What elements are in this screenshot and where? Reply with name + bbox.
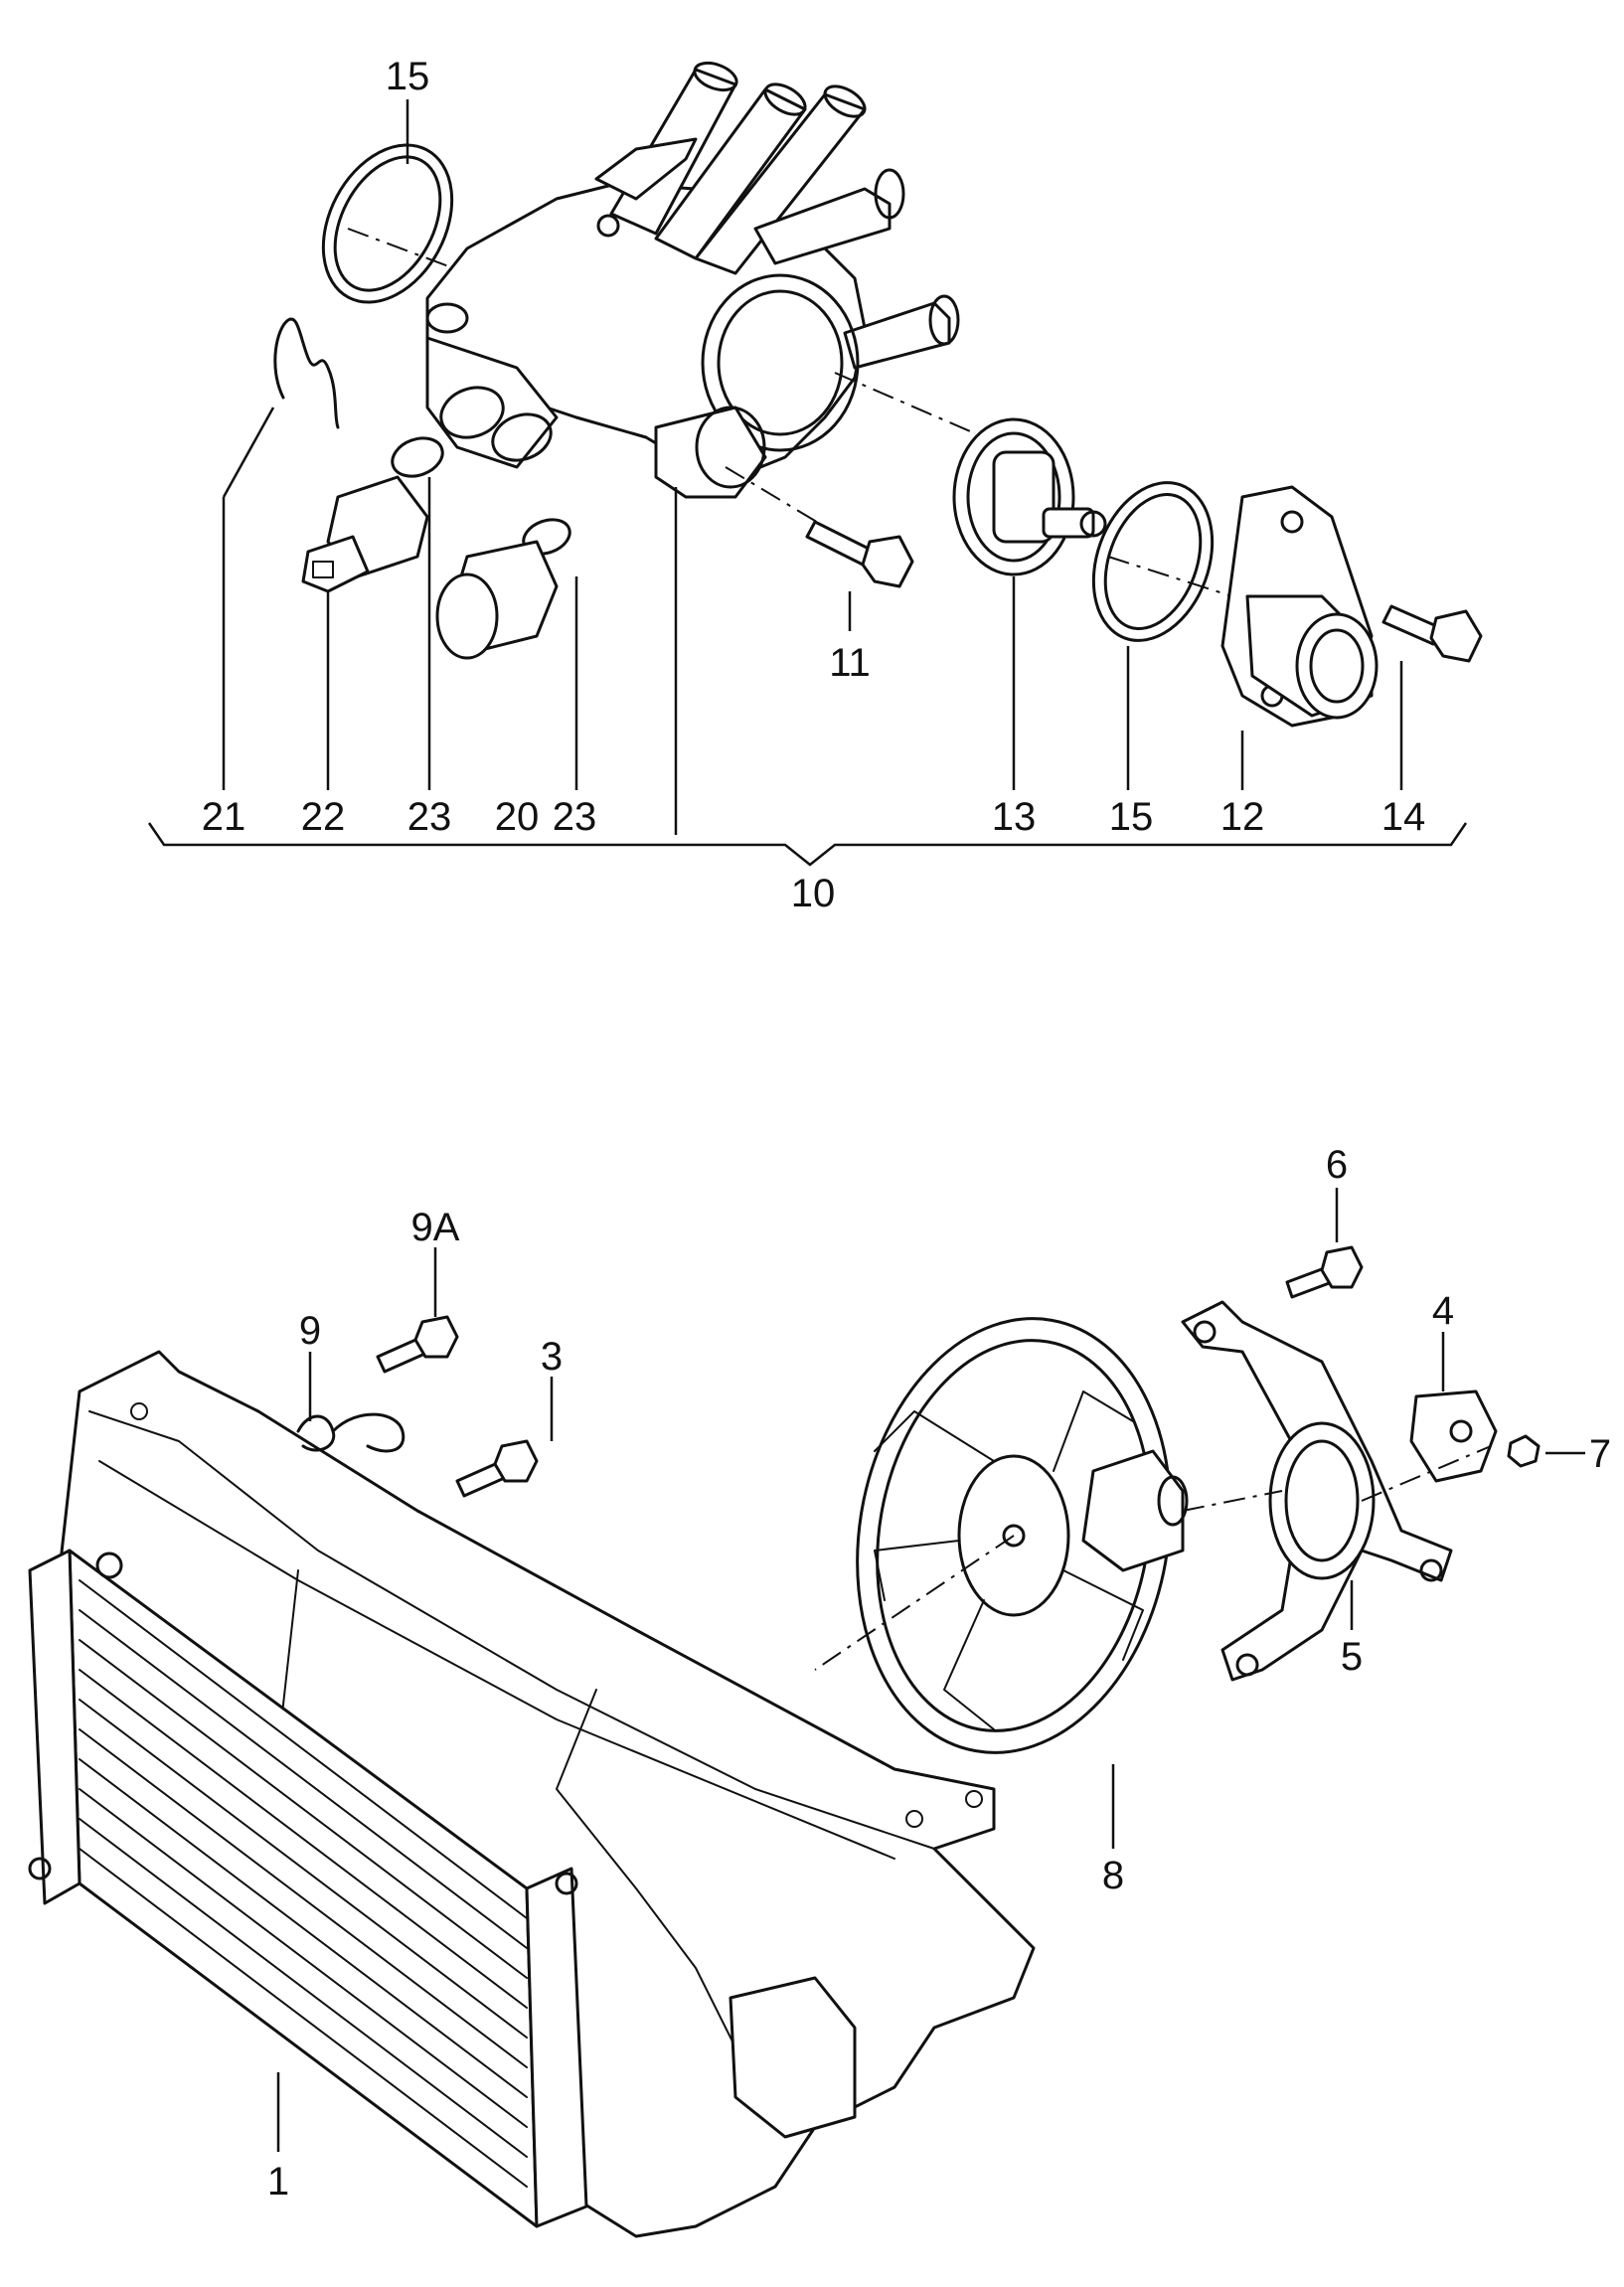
callout-1: 1 — [267, 2160, 289, 2204]
bolt-9A — [376, 1315, 459, 1374]
seal-ring-23-left — [391, 436, 444, 478]
coolant-flange-housing — [425, 61, 960, 499]
callout-11: 11 — [829, 641, 871, 685]
callout-15-right: 15 — [1109, 795, 1154, 839]
lower-leader-lines — [276, 1188, 1585, 2152]
callout-21: 21 — [202, 795, 246, 839]
callout-5: 5 — [1341, 1635, 1363, 1679]
callout-13: 13 — [992, 795, 1037, 839]
plug-20 — [435, 540, 559, 660]
callout-23-right: 23 — [553, 795, 597, 839]
fan-ring-5 — [1268, 1421, 1376, 1580]
hose-clip-9 — [296, 1412, 406, 1453]
o-ring-15-top — [321, 143, 454, 304]
o-ring-15-right — [1091, 481, 1215, 642]
temperature-sensor-22 — [301, 475, 429, 593]
callout-15-top: 15 — [386, 55, 430, 98]
upper-leader-lines — [147, 99, 1468, 867]
lock-carrier — [58, 1350, 1036, 2238]
callout-4: 4 — [1432, 1289, 1454, 1333]
lower-callouts: 6 9A 9 3 4 7 5 8 1 — [267, 1143, 1611, 2204]
radiator — [28, 1549, 588, 2228]
callout-20: 20 — [495, 795, 540, 839]
callout-3: 3 — [541, 1335, 563, 1379]
callout-9: 9 — [299, 1309, 321, 1353]
callout-8: 8 — [1102, 1854, 1124, 1897]
radiator-fins — [79, 1579, 528, 2188]
cooling-assembly — [28, 1245, 1541, 2238]
callout-10: 10 — [791, 872, 836, 915]
thermostat-13 — [952, 417, 1107, 576]
thermostat-assembly — [273, 61, 1483, 728]
bolt-11 — [805, 520, 914, 588]
retaining-clip-21 — [273, 317, 340, 429]
connecting-flange-12 — [1220, 485, 1379, 728]
callout-6: 6 — [1326, 1143, 1348, 1187]
callout-9A: 9A — [411, 1206, 460, 1249]
bolt-6 — [1285, 1245, 1364, 1299]
bolt-14 — [1381, 604, 1483, 663]
upper-callouts: 15 21 22 23 20 23 11 13 15 12 14 10 — [202, 55, 1426, 915]
callout-14: 14 — [1381, 795, 1426, 839]
cover-plate-4 — [1409, 1389, 1498, 1483]
callout-22: 22 — [301, 795, 346, 839]
bolt-3 — [455, 1439, 539, 1498]
callout-7: 7 — [1589, 1432, 1611, 1476]
nut-7 — [1507, 1434, 1541, 1468]
callout-23-left: 23 — [407, 795, 452, 839]
callout-12: 12 — [1220, 795, 1265, 839]
